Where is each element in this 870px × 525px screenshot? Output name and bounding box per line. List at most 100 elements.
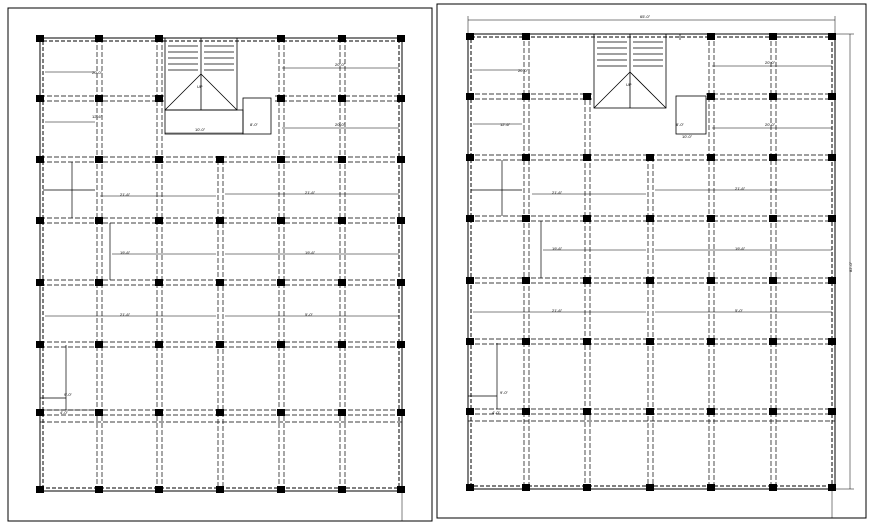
right-dim-label: 5'-0" — [735, 308, 744, 313]
right-dim-label: 65'-0" — [640, 14, 651, 19]
structural-column — [397, 279, 405, 286]
structural-column — [36, 341, 44, 348]
structural-column — [522, 484, 530, 491]
structural-column — [155, 156, 163, 163]
structural-column — [95, 95, 103, 102]
right-dim-label: 19'-6" — [735, 246, 746, 251]
structural-column — [397, 35, 405, 42]
right-columns — [466, 33, 836, 491]
structural-column — [522, 154, 530, 161]
structural-column — [155, 486, 163, 493]
structural-column — [828, 93, 836, 100]
structural-column — [583, 408, 591, 415]
left-dim-label: 19'-6" — [120, 250, 131, 255]
right-dim-label: 20'-0" — [518, 68, 529, 73]
structural-column — [828, 338, 836, 345]
structural-column — [95, 409, 103, 416]
left-dim-label: 21'-6" — [305, 190, 316, 195]
structural-column — [155, 35, 163, 42]
structural-column — [769, 408, 777, 415]
structural-column — [522, 277, 530, 284]
structural-column — [155, 279, 163, 286]
structural-column — [466, 277, 474, 284]
left-dim-label: 19'-6" — [305, 250, 316, 255]
structural-column — [95, 486, 103, 493]
structural-column — [338, 409, 346, 416]
structural-column — [707, 33, 715, 40]
left-dim-label: 8'-0" — [250, 122, 259, 127]
left-dim-label: 21'-6" — [120, 192, 131, 197]
structural-column — [338, 486, 346, 493]
left-vertical-beams — [96, 38, 346, 491]
right-dim-label: 19'-6" — [552, 246, 563, 251]
structural-column — [216, 409, 224, 416]
right-dim-label: 10'-0" — [682, 134, 693, 139]
structural-column — [216, 217, 224, 224]
structural-column — [95, 156, 103, 163]
structural-column — [646, 338, 654, 345]
structural-column — [36, 156, 44, 163]
structural-column — [277, 35, 285, 42]
structural-column — [769, 93, 777, 100]
right-dim-label: 9'-0" — [500, 390, 509, 395]
structural-column — [397, 217, 405, 224]
structural-column — [277, 486, 285, 493]
right-stair-label: UP — [626, 82, 632, 87]
structural-column — [338, 156, 346, 163]
structural-column — [216, 156, 224, 163]
structural-column — [95, 279, 103, 286]
right-partitions — [468, 33, 681, 409]
structural-column — [522, 93, 530, 100]
structural-column — [828, 154, 836, 161]
structural-column — [583, 277, 591, 284]
structural-column — [828, 408, 836, 415]
structural-column — [583, 93, 591, 100]
structural-column — [828, 215, 836, 222]
left-dim-label: 4'-0" — [60, 410, 69, 415]
structural-column — [707, 215, 715, 222]
structural-column — [155, 95, 163, 102]
right-dim-label: 21'-6" — [552, 308, 563, 313]
structural-column — [338, 341, 346, 348]
structural-column — [522, 408, 530, 415]
structural-column — [707, 93, 715, 100]
left-dim-label: 10'-0" — [195, 127, 206, 132]
structural-column — [828, 484, 836, 491]
structural-column — [769, 484, 777, 491]
right-dim-label: 20'-0" — [765, 60, 776, 65]
structural-column — [36, 95, 44, 102]
structural-column — [397, 409, 405, 416]
structural-column — [155, 341, 163, 348]
structural-column — [338, 217, 346, 224]
right-dim-label: 82'-0" — [848, 261, 853, 272]
structural-column — [338, 279, 346, 286]
structural-column — [466, 93, 474, 100]
left-dim-label: 5'-0" — [305, 312, 314, 317]
structural-column — [466, 33, 474, 40]
right-dim-label: 21'-6" — [735, 186, 746, 191]
structural-column — [769, 154, 777, 161]
structural-column — [155, 217, 163, 224]
structural-column — [466, 215, 474, 222]
structural-column — [466, 338, 474, 345]
structural-column — [277, 279, 285, 286]
structural-column — [707, 484, 715, 491]
structural-column — [466, 484, 474, 491]
left-dim-label: 21'-6" — [120, 312, 131, 317]
right-dim-label: 4'-0" — [492, 410, 501, 415]
structural-column — [769, 215, 777, 222]
left-partitions — [40, 162, 111, 410]
left-dim-label: 9'-0" — [64, 392, 73, 397]
structural-column — [707, 408, 715, 415]
structural-column — [277, 156, 285, 163]
left-stair-label: UP — [197, 84, 203, 89]
structural-column — [583, 338, 591, 345]
structural-column — [155, 409, 163, 416]
structural-column — [36, 486, 44, 493]
structural-column — [769, 338, 777, 345]
structural-column — [466, 154, 474, 161]
left-dim-label: 12'-6" — [92, 114, 103, 119]
structural-column — [522, 338, 530, 345]
right-labels: 65'-0" 20'-0" 20'-0" 10'-0" 20'-0" 12'-6… — [492, 14, 853, 415]
